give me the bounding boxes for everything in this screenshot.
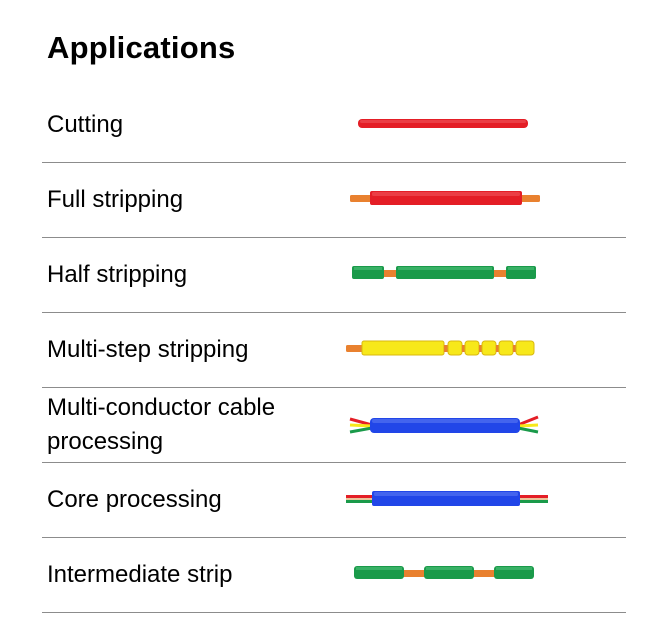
list-item: Multi-step stripping — [42, 313, 626, 388]
applications-list: Cutting Full stripping Half stripping M — [42, 88, 626, 613]
list-item: Half stripping — [42, 238, 626, 313]
multi-conductor-cable-icon — [349, 415, 539, 434]
application-label: Multi-step stripping — [47, 336, 249, 363]
cutting-wire-icon — [358, 119, 528, 128]
intermediate-strip-wire-icon — [354, 566, 534, 579]
core-processing-wire-icon — [346, 491, 548, 506]
list-item: Cutting — [42, 88, 626, 163]
application-label: Full stripping — [47, 186, 184, 213]
list-item: Core processing — [42, 463, 626, 538]
half-stripping-wire-icon — [352, 266, 536, 279]
application-label: Half stripping — [47, 261, 188, 288]
application-label: Intermediate strip — [47, 561, 233, 588]
page-title: Applications — [47, 30, 236, 65]
multi-step-stripping-wire-icon — [346, 340, 535, 356]
list-item: Multi-conductor cable processing — [42, 388, 626, 463]
list-item: Intermediate strip — [42, 538, 626, 613]
application-label: Cutting — [47, 111, 124, 138]
list-item: Full stripping — [42, 163, 626, 238]
application-label: Multi-conductor cable processing — [47, 394, 276, 455]
full-stripping-wire-icon — [350, 191, 540, 205]
application-label: Core processing — [47, 486, 222, 513]
